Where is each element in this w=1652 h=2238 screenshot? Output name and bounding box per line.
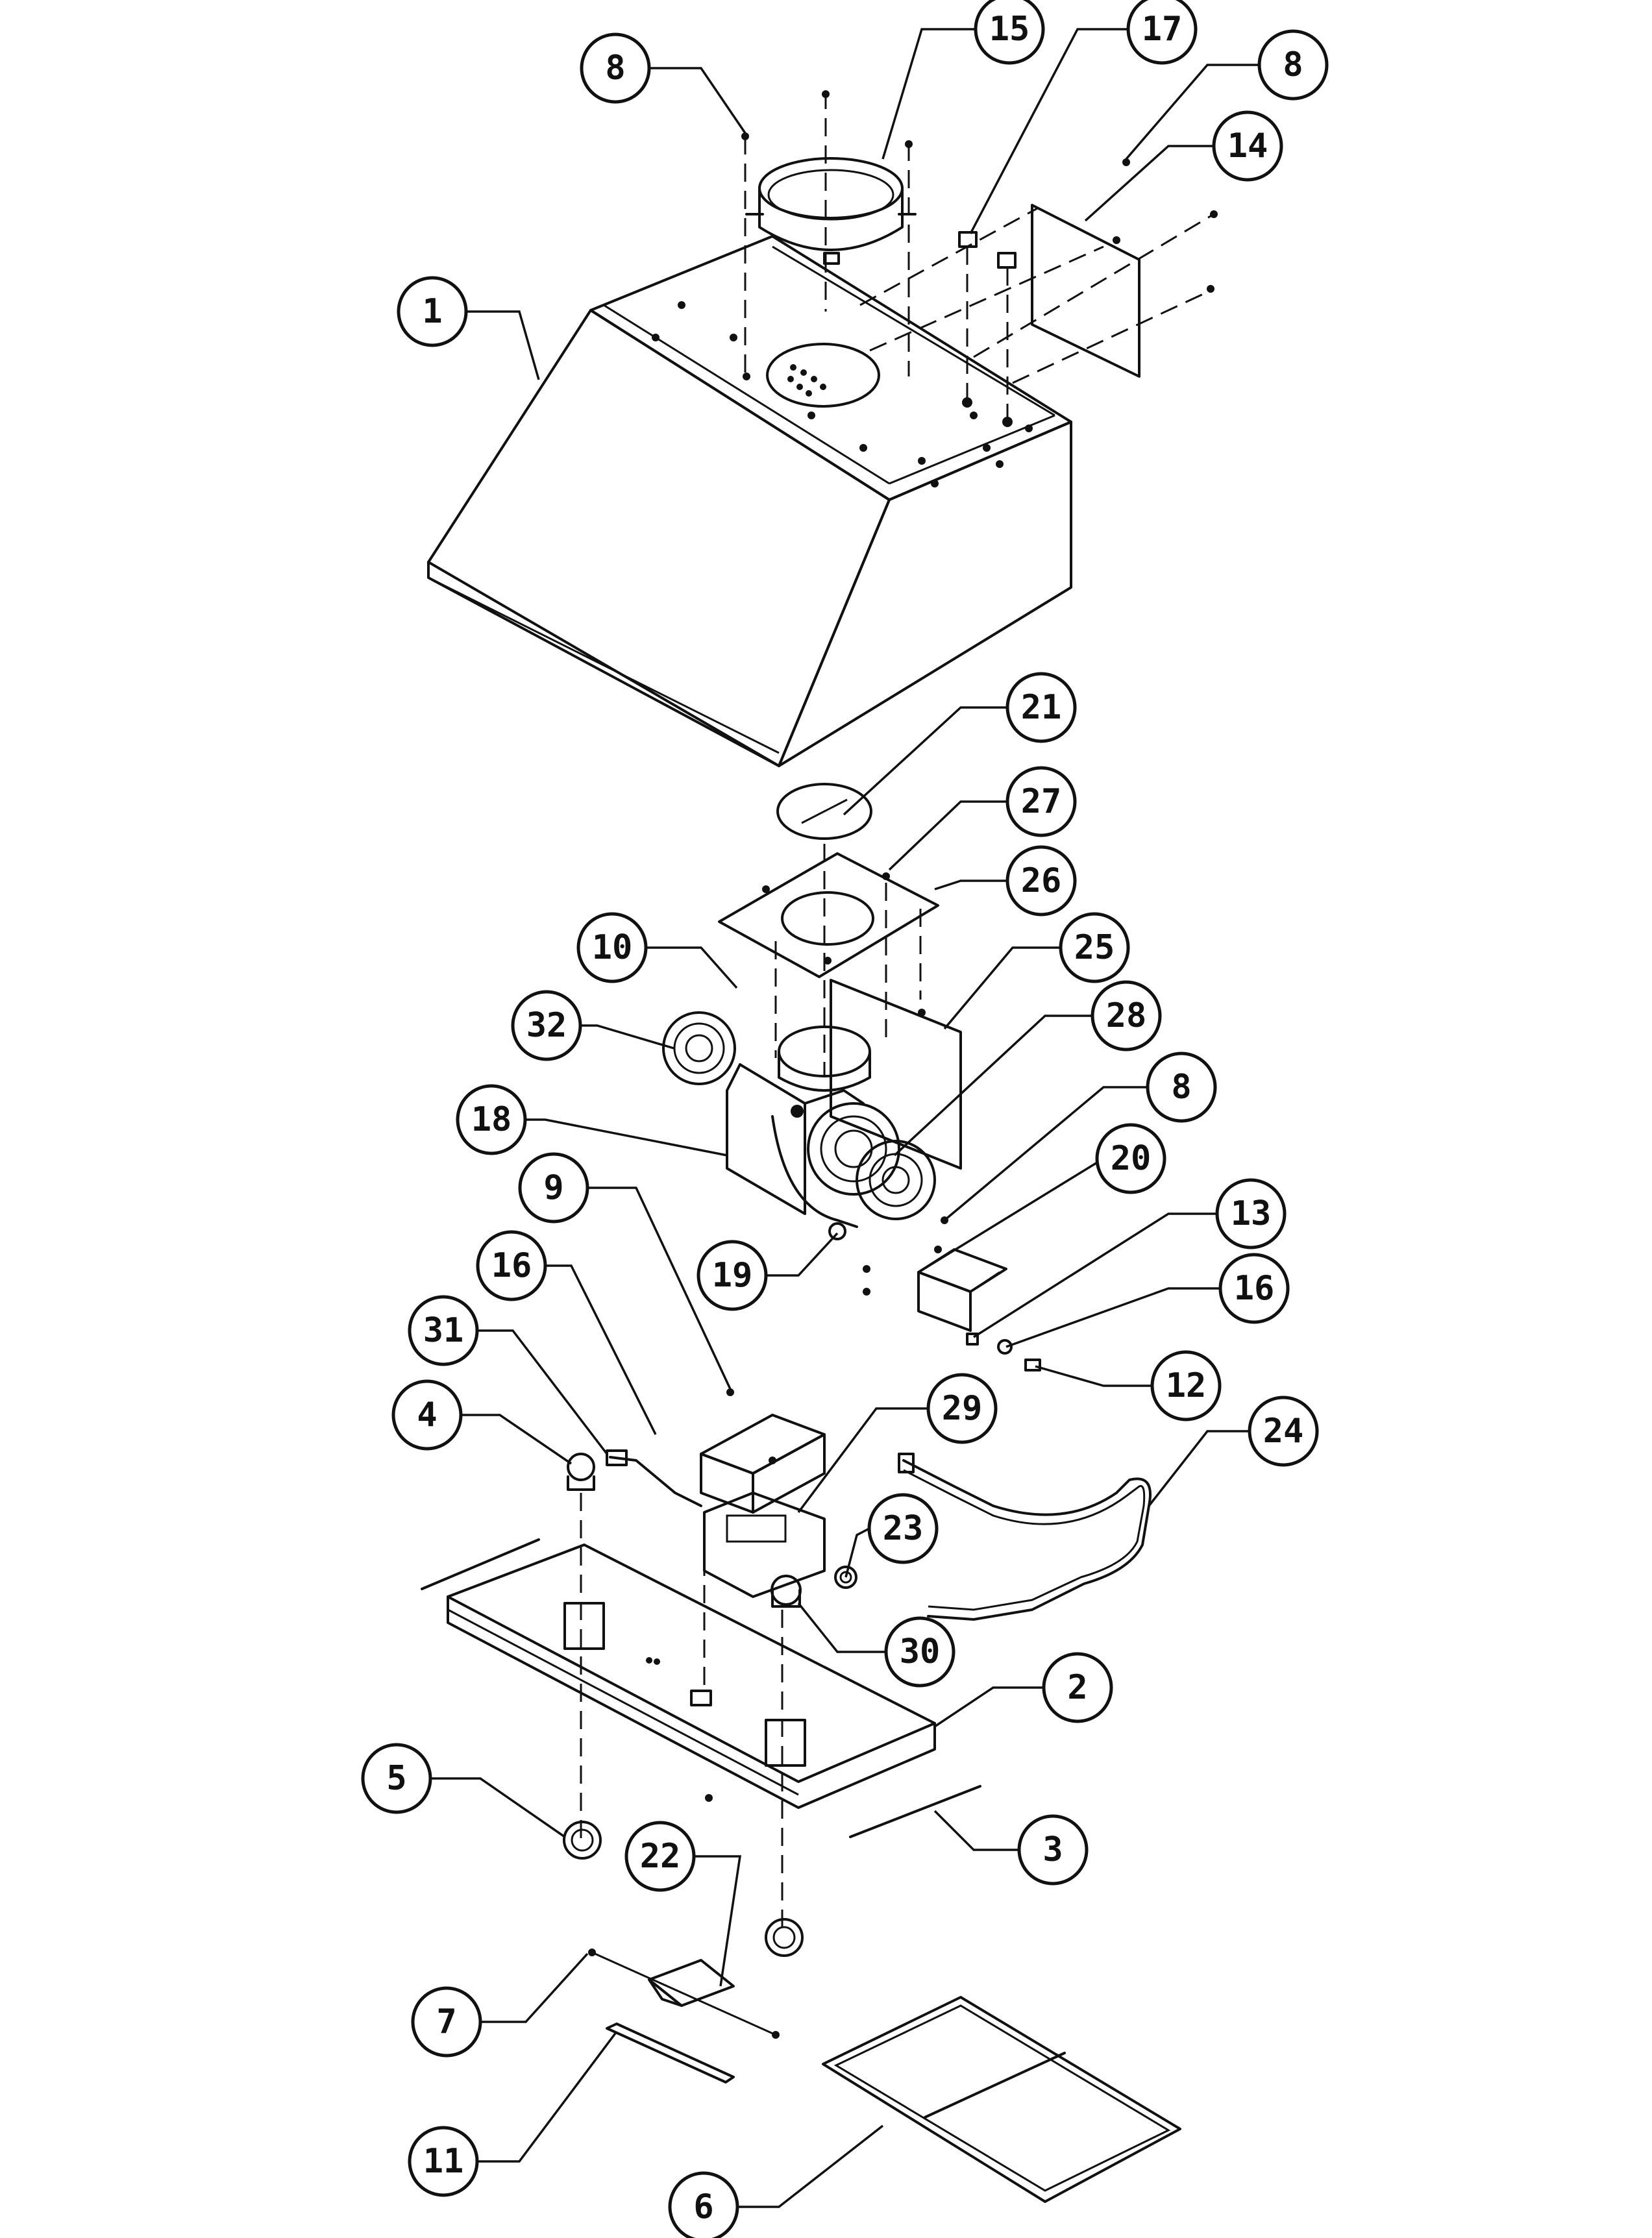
adapter-plate	[718, 844, 939, 1077]
lamp-socket-right	[765, 1610, 804, 1957]
callout-label: 18	[471, 1100, 512, 1139]
callout-label: 1	[422, 292, 442, 331]
callout-15: 15	[974, 0, 1045, 65]
callout-label: 23	[883, 1509, 924, 1548]
callout-8-top-left: 8	[580, 32, 651, 104]
callout-label: 5	[386, 1759, 406, 1798]
callout-26: 26	[1005, 845, 1077, 916]
wire-harness	[606, 1449, 702, 1507]
grommet	[834, 1566, 857, 1589]
callout-label: 4	[417, 1396, 437, 1434]
callout-9: 9	[518, 1152, 589, 1224]
filter-rod	[606, 2023, 735, 2084]
duct-collar	[745, 157, 917, 265]
motor-cover-left	[662, 1011, 736, 1085]
callout-22: 22	[624, 1821, 696, 1892]
callout-12: 12	[1150, 1350, 1222, 1421]
grease-filters	[822, 1996, 1181, 2203]
callout-label: 22	[640, 1837, 681, 1876]
callout-25: 25	[1059, 912, 1130, 983]
callout-label: 16	[1234, 1269, 1275, 1308]
callout-23: 23	[867, 1493, 939, 1564]
callout-label: 26	[1021, 861, 1062, 900]
screws-top	[741, 90, 913, 376]
callout-label: 7	[436, 2002, 456, 2041]
callout-11: 11	[408, 2126, 479, 2197]
callout-label: 28	[1106, 996, 1147, 1035]
hood-body	[427, 235, 1072, 767]
callout-19: 19	[697, 1240, 768, 1311]
callout-label: 8	[1171, 1068, 1191, 1107]
gasket	[776, 783, 872, 840]
callout-label: 13	[1231, 1194, 1272, 1233]
callout-5: 5	[361, 1743, 432, 1814]
callout-30: 30	[884, 1616, 955, 1688]
callout-4: 4	[391, 1379, 463, 1451]
blower-assembly	[726, 979, 962, 1240]
callout-label: 2	[1067, 1668, 1087, 1707]
callout-label: 10	[592, 928, 633, 967]
callout-label: 8	[605, 49, 625, 88]
callout-label: 11	[423, 2142, 464, 2181]
callout-label: 31	[423, 1311, 464, 1350]
callout-label: 19	[712, 1256, 753, 1295]
callout-14: 14	[1212, 110, 1283, 182]
power-cord	[898, 1453, 1152, 1621]
callout-7: 7	[411, 1986, 482, 2058]
callout-label: 17	[1142, 10, 1183, 49]
callout-2: 2	[1042, 1652, 1113, 1723]
callout-6: 6	[668, 2171, 739, 2238]
callout-label: 32	[526, 1006, 567, 1045]
callout-label: 27	[1021, 782, 1062, 821]
callout-label: 29	[942, 1389, 983, 1428]
callout-label: 16	[491, 1246, 532, 1285]
callout-29: 29	[926, 1373, 998, 1444]
hex-nuts	[958, 231, 1017, 427]
callout-1: 1	[397, 276, 468, 347]
callout-28: 28	[1091, 980, 1162, 1051]
bottom-pan	[421, 1538, 981, 1838]
callout-20: 20	[1095, 1123, 1166, 1194]
callout-24: 24	[1248, 1396, 1319, 1467]
callout-17: 17	[1126, 0, 1198, 65]
callout-32: 32	[511, 990, 582, 1061]
callout-18: 18	[456, 1084, 527, 1155]
callout-8-top-right: 8	[1257, 29, 1329, 101]
lamp-socket-left	[563, 1453, 602, 1860]
callout-label: 25	[1074, 928, 1115, 967]
callout-13: 13	[1215, 1178, 1287, 1249]
callout-label: 8	[1283, 45, 1303, 84]
callout-label: 3	[1042, 1830, 1063, 1869]
motor-cover-right	[856, 1140, 936, 1220]
callouts: 1 2 3 4 5 6 7 8 8 8 9 10 11 12 13 14 15 …	[361, 0, 1329, 2238]
damper-plate	[859, 158, 1218, 384]
callout-label: 30	[900, 1632, 941, 1671]
callout-21: 21	[1005, 672, 1077, 743]
callout-label: 15	[989, 10, 1030, 49]
callout-8-mid: 8	[1146, 1051, 1217, 1123]
light-lens	[588, 1949, 780, 2039]
callout-10: 10	[576, 912, 648, 983]
callout-label: 9	[543, 1168, 563, 1207]
callout-16-left: 16	[476, 1230, 547, 1301]
callout-27: 27	[1005, 766, 1077, 837]
control-box	[700, 1388, 826, 1608]
callout-label: 24	[1263, 1412, 1304, 1451]
callout-label: 14	[1227, 127, 1268, 166]
callout-16-right: 16	[1218, 1253, 1290, 1324]
callout-31: 31	[408, 1295, 479, 1366]
callout-label: 6	[693, 2187, 713, 2226]
mount-bracket	[863, 1216, 1041, 1371]
callout-label: 21	[1021, 688, 1062, 727]
callout-3: 3	[1017, 1814, 1089, 1886]
callout-label: 12	[1166, 1366, 1207, 1405]
callout-label: 20	[1111, 1139, 1152, 1178]
